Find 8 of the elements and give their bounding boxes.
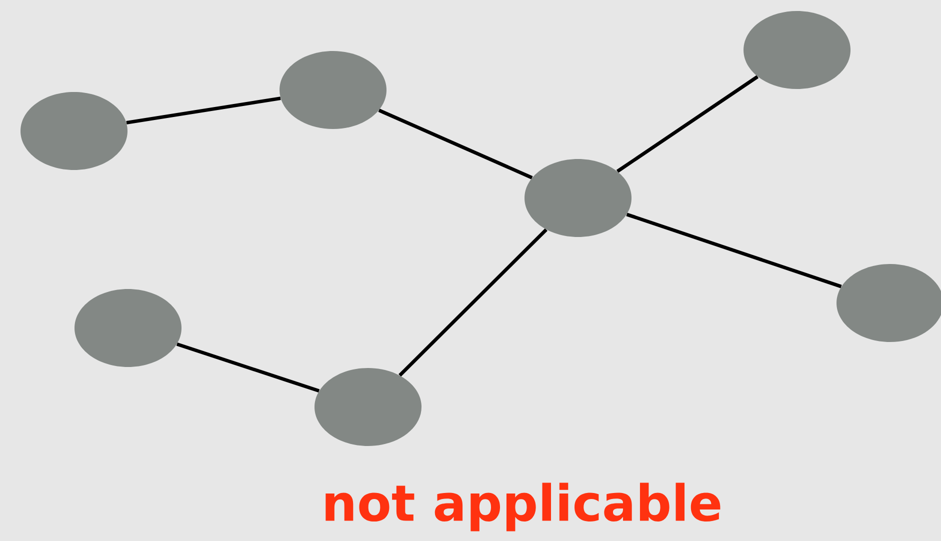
network-node [836, 264, 941, 342]
caption-text: not applicable [326, 482, 720, 532]
network-node [314, 368, 422, 446]
network-node [524, 159, 632, 237]
network-node [20, 92, 128, 170]
network-node [744, 11, 850, 89]
network-node [74, 289, 182, 367]
network-node [280, 51, 386, 129]
